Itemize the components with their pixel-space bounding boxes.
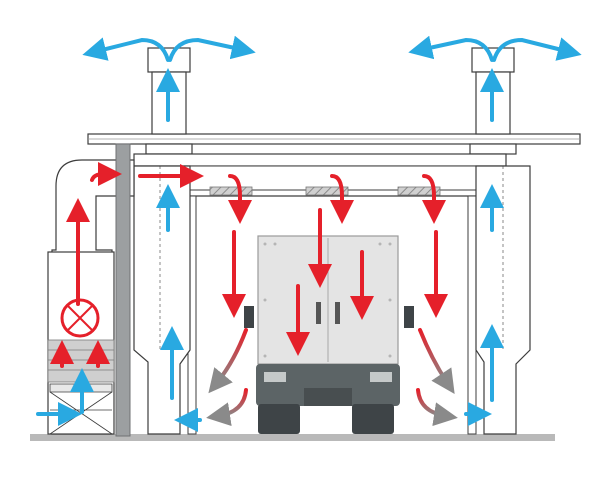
roof-beam <box>87 133 581 145</box>
left-mirror <box>244 306 254 328</box>
filter-icon <box>305 186 349 196</box>
truck-tire <box>352 404 394 434</box>
right-wall-duct <box>467 165 531 435</box>
ceiling-filters <box>209 186 441 196</box>
truck-icon <box>244 235 414 434</box>
filter-icon <box>209 186 253 196</box>
cool-air-flow-arrows <box>36 35 582 432</box>
exhaust-flow-arrows <box>206 328 458 427</box>
left-wall-duct <box>133 165 197 435</box>
warm-air-flow-arrows <box>50 162 448 368</box>
floor-line <box>30 434 555 441</box>
truck-tire <box>258 404 300 434</box>
support-column <box>115 143 131 437</box>
filter-icon <box>397 186 441 196</box>
truck-cab <box>256 364 400 406</box>
heater-icon <box>47 339 115 383</box>
fan-icon <box>60 298 100 338</box>
right-mirror <box>404 306 414 328</box>
